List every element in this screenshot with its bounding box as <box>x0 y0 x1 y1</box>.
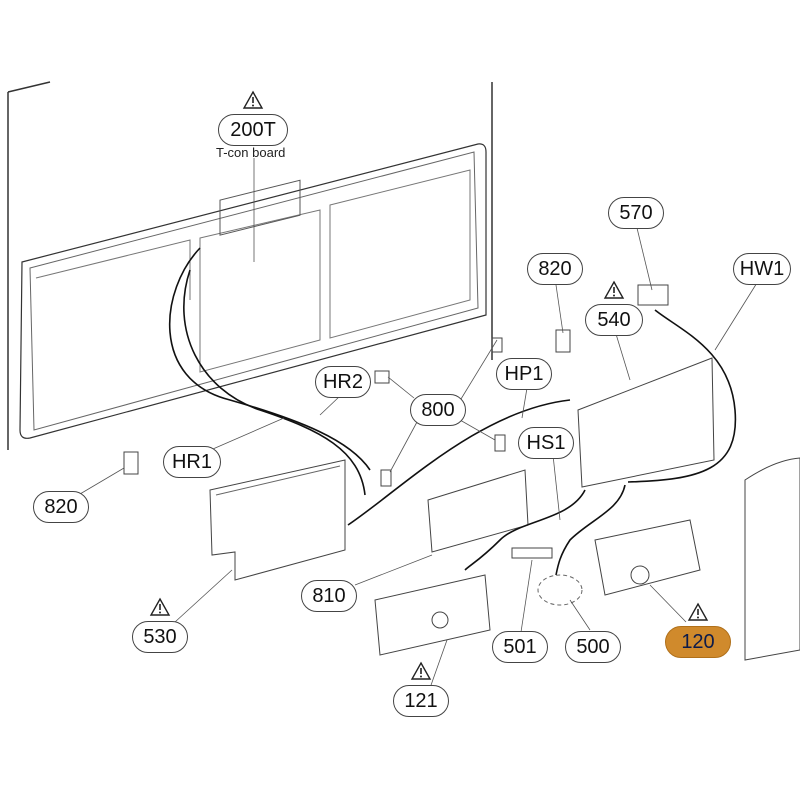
callout-800[interactable]: 800 <box>410 394 466 426</box>
tcon-board <box>219 179 301 236</box>
clip-800-d <box>494 434 506 452</box>
callout-530[interactable]: 530 <box>132 621 188 653</box>
callout-500[interactable]: 500 <box>565 631 621 663</box>
main-frame <box>19 143 487 439</box>
clip-800-c <box>380 469 392 487</box>
part-500-group <box>537 574 583 606</box>
clip-800-a <box>374 370 390 384</box>
bracket-820-left <box>123 451 139 475</box>
callout-820b[interactable]: 820 <box>33 491 89 523</box>
warning-icon <box>603 280 625 299</box>
speaker-121 <box>374 574 491 656</box>
speaker-120 <box>594 519 701 596</box>
power-board-530 <box>209 459 346 581</box>
clip-800-b <box>491 337 503 353</box>
warning-icon <box>410 661 432 680</box>
callout-HS1[interactable]: HS1 <box>518 427 574 459</box>
main-board-540 <box>577 357 715 488</box>
bracket-820-right <box>555 329 571 353</box>
callout-121[interactable]: 121 <box>393 685 449 717</box>
callout-caption: T-con board <box>216 145 286 160</box>
callout-HP1[interactable]: HP1 <box>496 358 552 390</box>
callout-HR1[interactable]: HR1 <box>163 446 221 478</box>
module-570 <box>637 284 669 306</box>
callout-810[interactable]: 810 <box>301 580 357 612</box>
callout-570[interactable]: 570 <box>608 197 664 229</box>
callout-540[interactable]: 540 <box>585 304 643 336</box>
callout-HR2[interactable]: HR2 <box>315 366 371 398</box>
back-cover <box>7 81 493 450</box>
warning-icon <box>149 597 171 616</box>
callout-HW1[interactable]: HW1 <box>733 253 791 285</box>
stand-cover <box>744 457 800 661</box>
callout-200T[interactable]: 200T <box>218 114 288 146</box>
warning-icon <box>242 90 264 109</box>
callout-501[interactable]: 501 <box>492 631 548 663</box>
bracket-810 <box>427 469 529 553</box>
warning-icon <box>687 602 709 621</box>
part-501 <box>511 547 553 559</box>
callout-120[interactable]: 120 <box>665 626 731 658</box>
callout-820a[interactable]: 820 <box>527 253 583 285</box>
